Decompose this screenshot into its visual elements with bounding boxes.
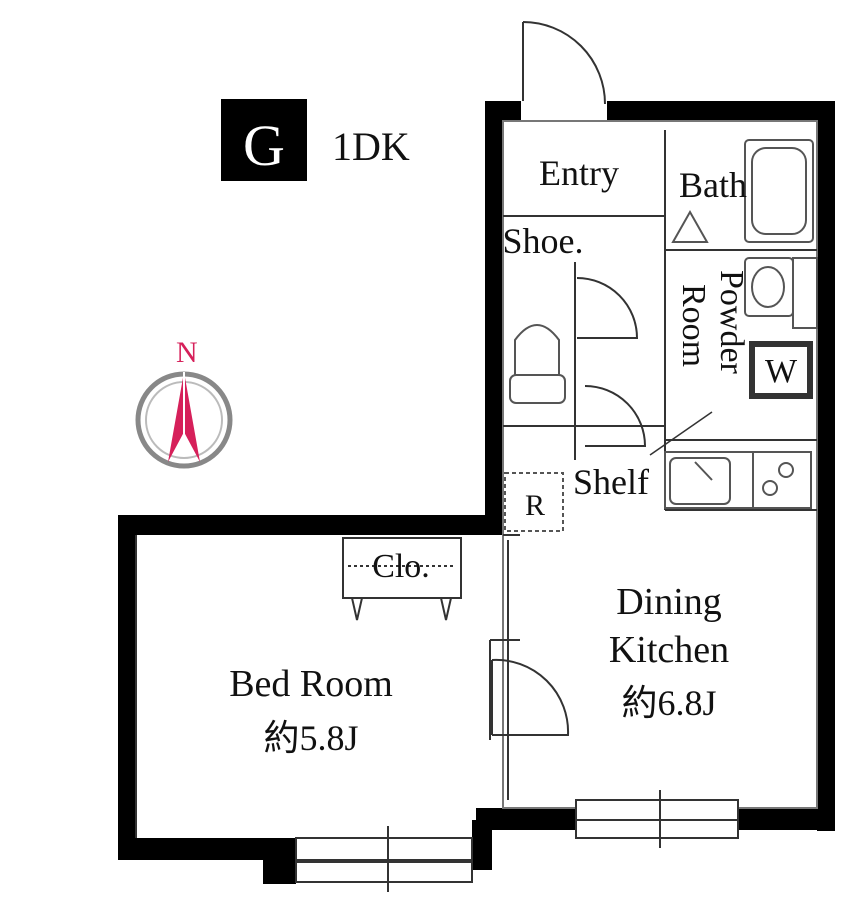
bedroom-size: 約5.8J	[263, 718, 358, 758]
dining-label-line2: Kitchen	[609, 629, 729, 671]
powder-label-line1: Powder	[713, 270, 750, 375]
entrance-door	[522, 21, 606, 105]
washer-label: W	[765, 353, 798, 390]
powder-label-line2: Room	[675, 284, 712, 367]
layout-type: 1DK	[332, 124, 410, 169]
toilet-doors	[576, 277, 647, 447]
sink-icon	[744, 257, 818, 329]
closet-icon	[342, 537, 462, 621]
powder-room-label: Powder Room	[675, 270, 750, 375]
windows	[295, 790, 739, 892]
bedroom-label: Bed Room	[229, 663, 393, 705]
north-compass-icon: N	[135, 336, 233, 469]
north-label: N	[176, 336, 198, 369]
exterior-walls	[118, 101, 835, 884]
bathtub-icon	[671, 139, 814, 243]
dining-size: 約6.8J	[621, 683, 716, 723]
shelf-label: Shelf	[573, 462, 649, 502]
bedroom-door	[491, 658, 570, 736]
unit-letter: G	[243, 113, 285, 178]
refrigerator-label: R	[525, 489, 545, 522]
refrigerator-space: R	[504, 472, 564, 532]
shelf-leader-line	[649, 411, 713, 456]
bath-label: Bath	[679, 165, 747, 205]
shoe-label: Shoe.	[503, 221, 584, 261]
interior-partitions	[135, 120, 818, 838]
toilet-icon	[509, 324, 566, 404]
entry-label: Entry	[539, 153, 619, 193]
unit-badge	[221, 99, 307, 181]
kitchen-counter-icon	[664, 451, 812, 509]
closet-label: Clo.	[372, 548, 430, 585]
washer-icon: W	[749, 341, 813, 399]
dining-label-line1: Dining	[616, 581, 722, 623]
